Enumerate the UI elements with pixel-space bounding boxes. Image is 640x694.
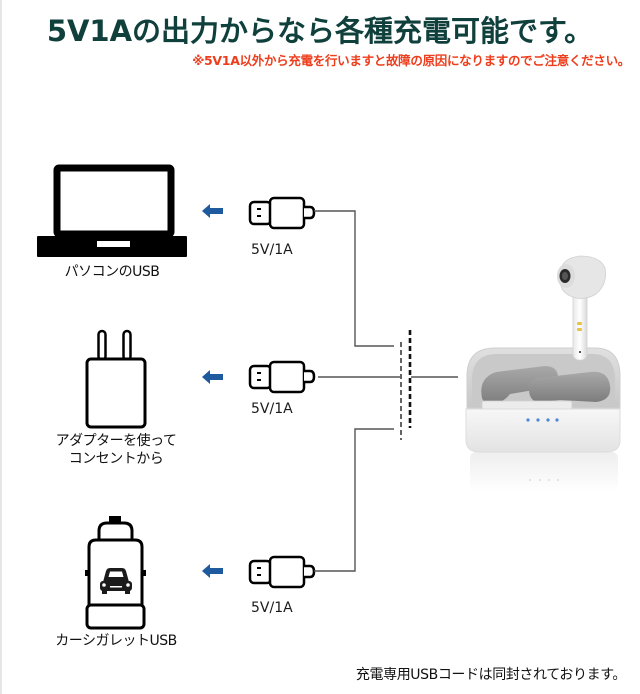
usb-plug-icon-3 <box>248 555 316 589</box>
source-label-pc: パソコンのUSB <box>37 263 187 281</box>
arrow-left-icon-1 <box>202 204 223 218</box>
cable-spec-label: 5V/1A <box>251 600 293 616</box>
wireless-earbuds-charging-case-image <box>465 255 621 492</box>
ac-adapter-icon <box>85 329 147 429</box>
source-label-car: カーシガレットUSB <box>26 632 206 650</box>
warning-note: ※5V1A以外から充電を行いますと故障の原因になりますのでご注意ください。 <box>192 53 630 68</box>
car-charger-icon <box>85 516 146 630</box>
page-title: 5V1Aの出力からなら各種充電可能です。 <box>46 14 594 48</box>
source-label-line: カーシガレットUSB <box>55 633 177 649</box>
car-icon <box>100 568 132 594</box>
cable-line-bottom <box>314 428 394 572</box>
footer-note: 充電専用USBコードは同封されております。 <box>355 667 627 683</box>
arrow-left-icon-3 <box>202 564 223 578</box>
source-label-line: パソコンのUSB <box>64 264 160 280</box>
source-label-line: コンセントから <box>68 451 164 467</box>
cable-spec-label: 5V/1A <box>251 242 293 258</box>
cable-spec-label: 5V/1A <box>251 401 293 417</box>
left-border <box>0 0 2 694</box>
cable-lines <box>314 210 458 572</box>
cable-line-top <box>314 210 394 347</box>
cable-break-marks <box>400 330 412 440</box>
battery-led-indicators <box>526 418 559 422</box>
arrow-left-icon-2 <box>202 370 223 384</box>
usb-plug-icon-2 <box>248 360 316 394</box>
source-label-adapter: アダプターを使って コンセントから <box>26 432 206 468</box>
usb-plug-icon-1 <box>248 196 316 230</box>
laptop-icon <box>37 164 187 257</box>
source-label-line: アダプターを使って <box>55 433 177 449</box>
